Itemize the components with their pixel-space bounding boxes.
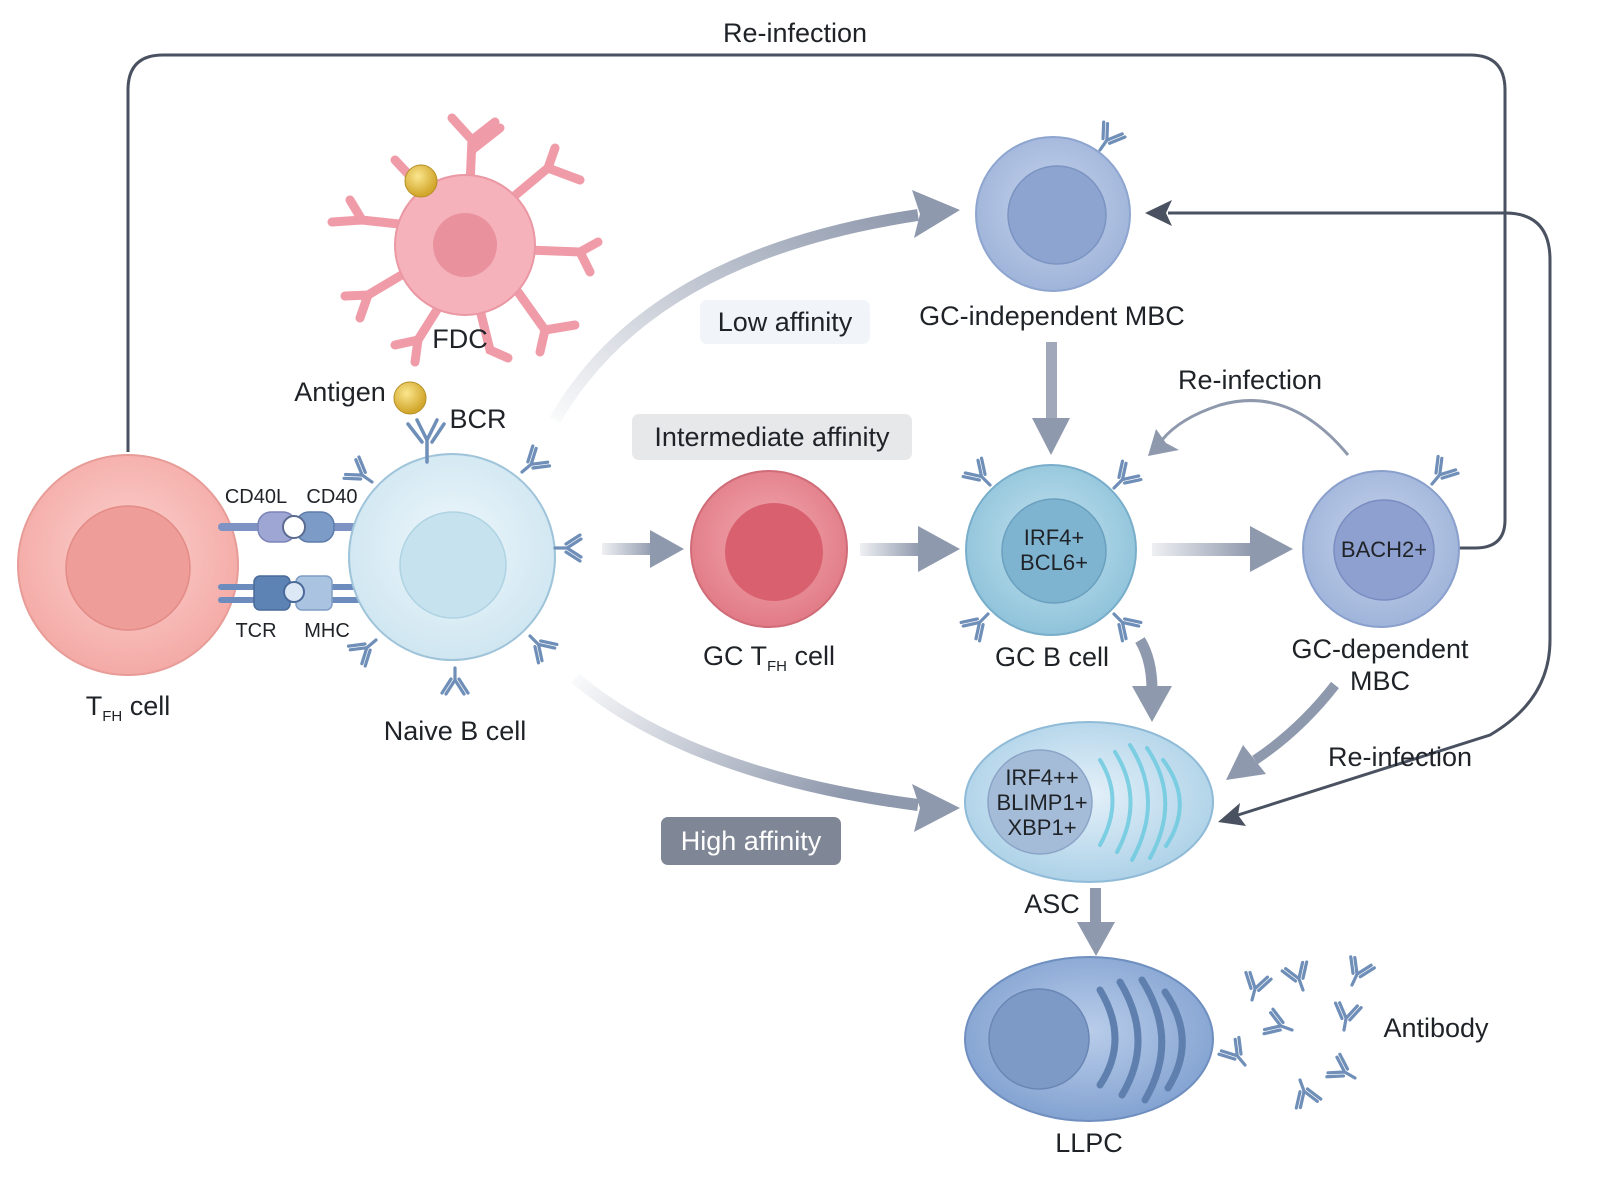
reinfection-mid-label: Re-infection (1178, 365, 1322, 395)
asc-to-llpc-arrow (1077, 888, 1115, 956)
reinfection-top-label: Re-infection (723, 18, 867, 48)
bcr-receptor (393, 381, 446, 464)
svg-text:Low affinity: Low affinity (718, 307, 853, 337)
llpc-label: LLPC (1055, 1128, 1123, 1158)
gc-b-marker-1: IRF4+ (1024, 525, 1085, 550)
cd40-label: CD40 (306, 486, 357, 508)
cd40l-cd40-pair (218, 511, 358, 543)
gc-b-cell-label: GC B cell (995, 642, 1109, 672)
reinfection-mid-arrowhead (1148, 429, 1179, 456)
svg-text:Intermediate affinity: Intermediate affinity (654, 422, 890, 452)
naive-to-gctfh-arrow (602, 530, 684, 568)
tfh-cell-label: TFH cell (86, 691, 171, 725)
reinfection-right-label: Re-infection (1328, 742, 1472, 772)
gcb-to-asc-arrow (1132, 637, 1172, 722)
reinfection-right-arrowhead-mbc (1145, 200, 1172, 226)
gc-tfh-cell (690, 470, 848, 628)
tcr-label: TCR (235, 620, 276, 642)
gc-tfh-cell-label: GC TFH cell (703, 641, 835, 675)
bcr-antigen (393, 381, 427, 415)
llpc-endoplasmic-reticulum (1096, 976, 1186, 1104)
asc-marker-3: XBP1+ (1007, 815, 1076, 840)
tfh-cell (17, 454, 239, 676)
gc-independent-mbc-label: GC-independent MBC (919, 301, 1185, 331)
indep-mbc-to-gcb-arrow (1032, 342, 1070, 455)
asc-marker-1: IRF4++ (1005, 765, 1078, 790)
fdc-label: FDC (432, 324, 488, 354)
gc-independent-mbc (975, 119, 1131, 292)
mbc-to-asc-arrow (1226, 681, 1339, 780)
antigen-label: Antigen (294, 377, 386, 407)
asc-endoplasmic-reticulum (1098, 743, 1182, 862)
free-antibodies (1216, 954, 1377, 1111)
reinfection-right-arrowhead-asc (1218, 803, 1246, 826)
low-affinity-label: Low affinity (700, 300, 870, 344)
gc-b-cell (958, 455, 1144, 644)
asc-label: ASC (1024, 889, 1080, 919)
antibody-label: Antibody (1383, 1013, 1489, 1043)
reinfection-top-loop (126, 53, 1507, 550)
asc-marker-2: BLIMP1+ (996, 790, 1087, 815)
gcb-to-mbc-arrow (1152, 526, 1293, 572)
naive-b-cell (341, 381, 583, 696)
high-affinity-label: High affinity (661, 817, 841, 865)
gc-b-marker-2: BCL6+ (1020, 550, 1088, 575)
mbc-marker: BACH2+ (1341, 537, 1427, 562)
mhc-label: MHC (304, 620, 350, 642)
reinfection-mid-arc (1148, 399, 1350, 456)
intermediate-affinity-label: Intermediate affinity (632, 414, 912, 460)
low-affinity-arrow (549, 190, 960, 423)
gc-dependent-mbc-label-line2: MBC (1350, 666, 1410, 696)
llpc-cell (964, 956, 1214, 1122)
fdc-antigen (404, 164, 438, 198)
reinfection-right-loop (1145, 200, 1552, 826)
gctfh-to-gcb-arrow (860, 526, 960, 572)
tcr-mhc-pair (218, 575, 366, 611)
gc-dependent-mbc-label-line1: GC-dependent (1291, 634, 1469, 664)
gc-dependent-mbc (1302, 454, 1461, 628)
svg-text:High affinity: High affinity (681, 826, 822, 856)
high-affinity-arrow (571, 673, 960, 832)
bcr-label: BCR (449, 404, 506, 434)
cd40l-label: CD40L (225, 486, 287, 508)
asc-cell (964, 721, 1214, 883)
naive-b-cell-label: Naive B cell (384, 716, 527, 746)
fdc-cell (327, 113, 603, 367)
